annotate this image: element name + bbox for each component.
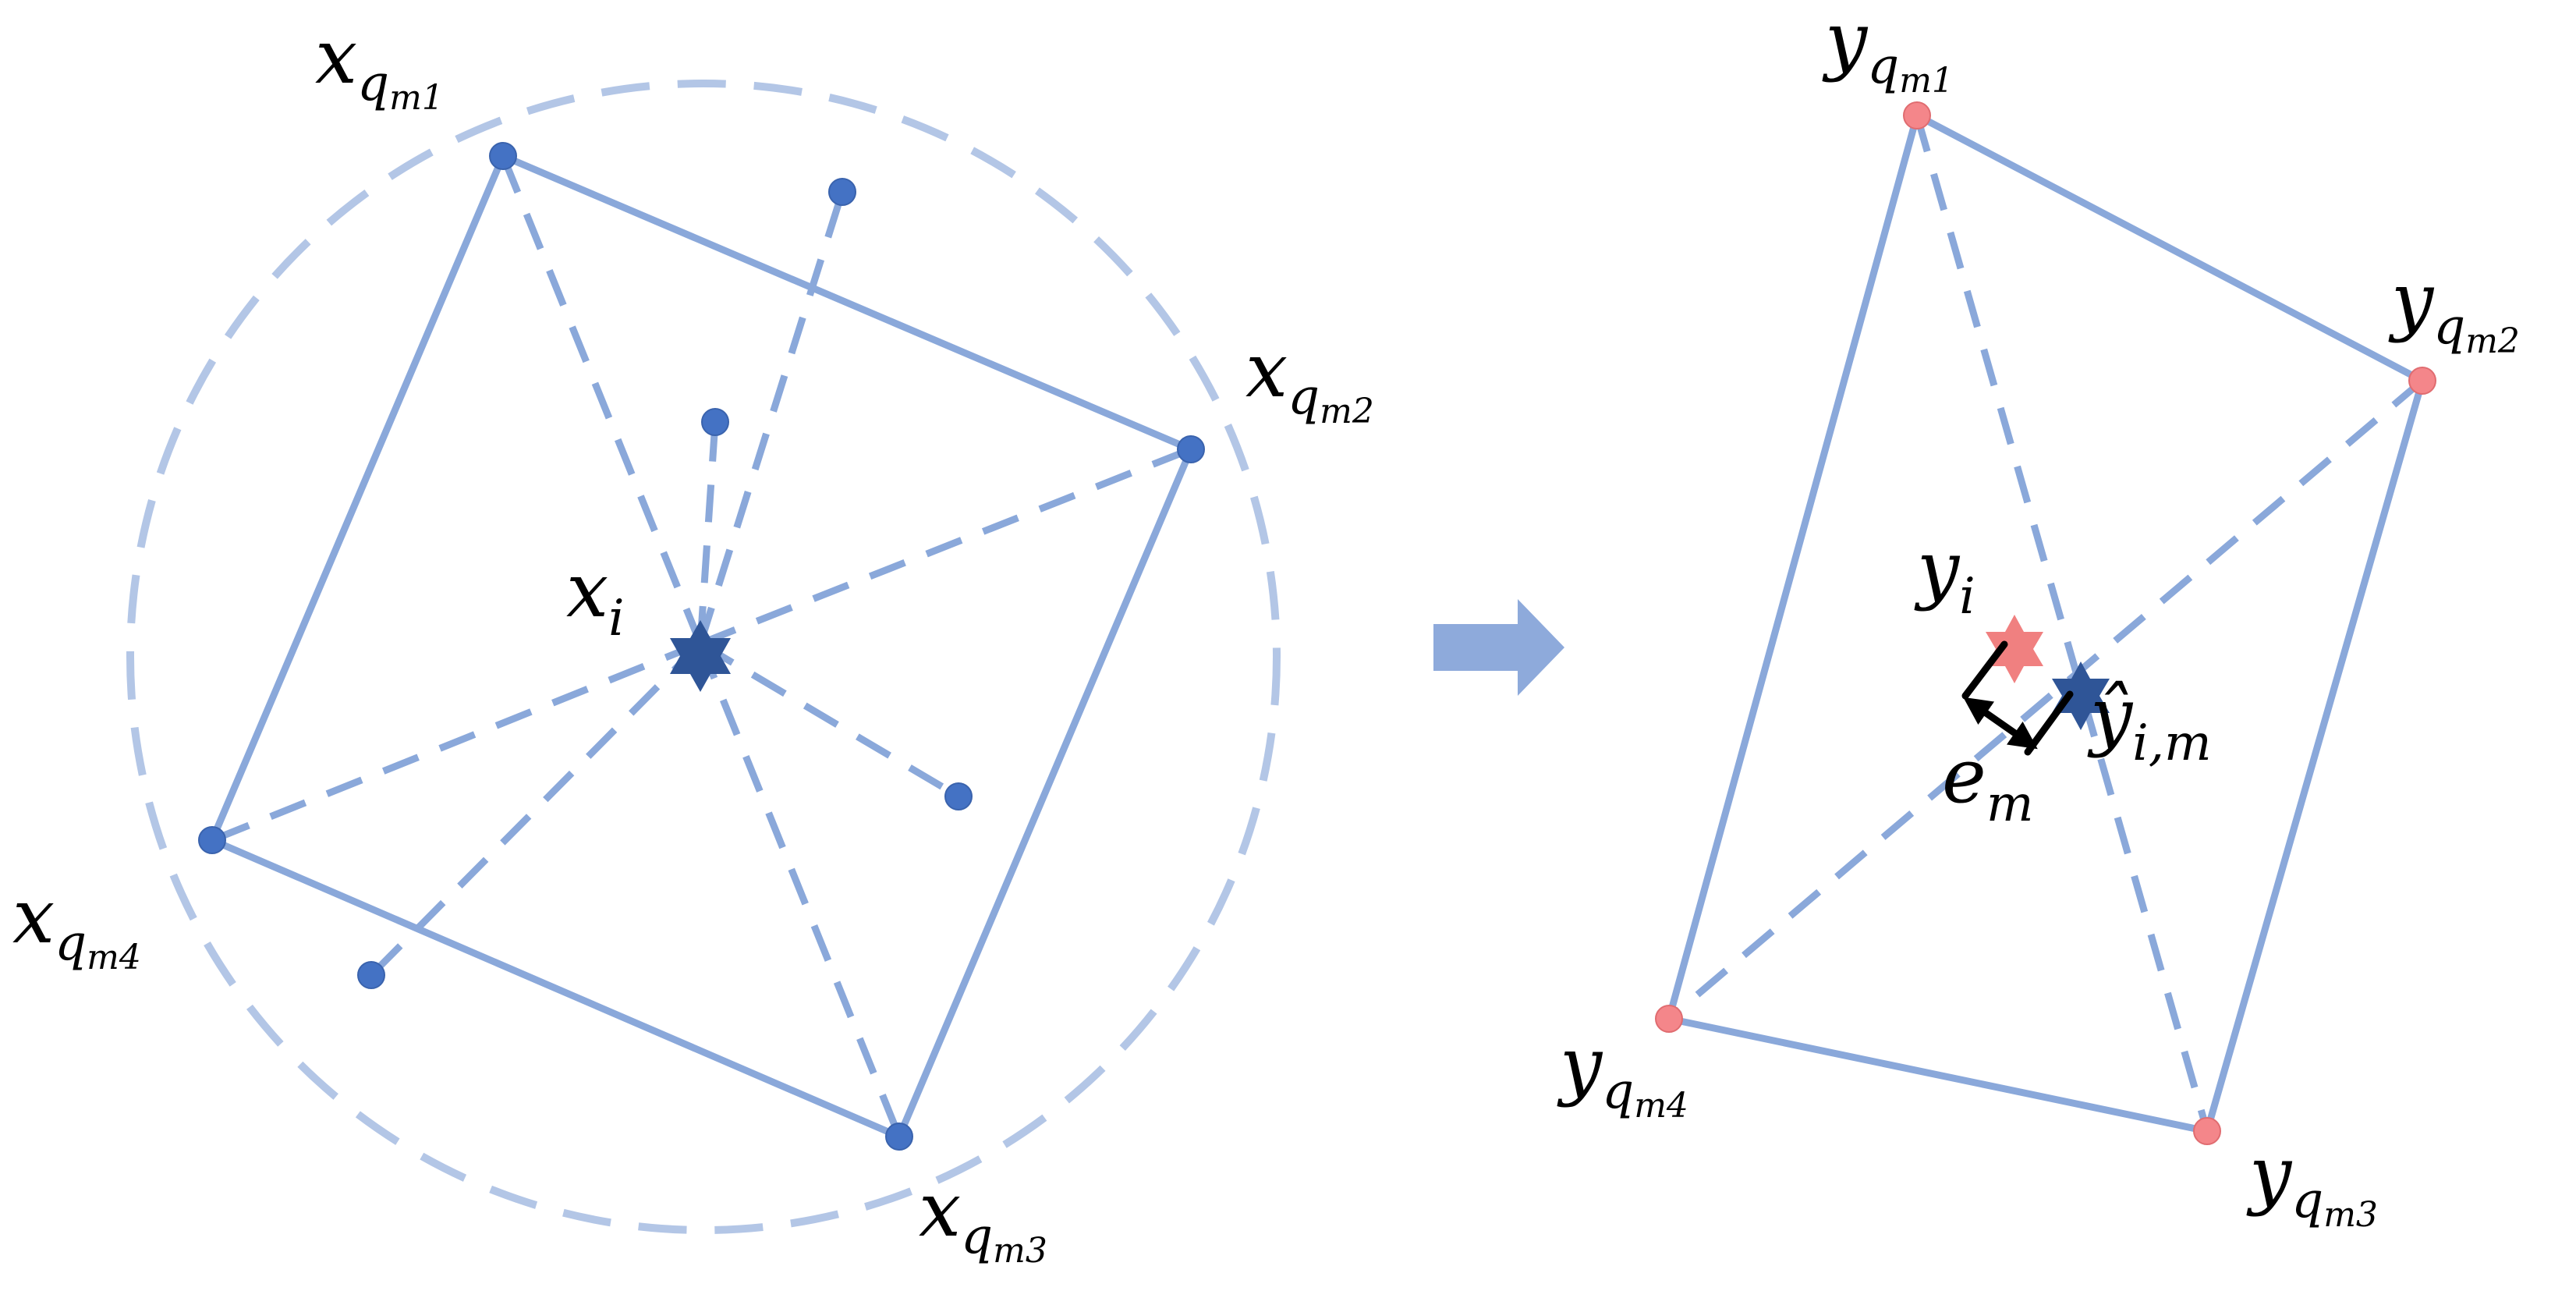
star-yi (1986, 615, 2043, 683)
label-xqm3: xqm3 (919, 1166, 1047, 1271)
right-points (1655, 101, 2436, 1145)
point-neighbor-top-right (828, 178, 856, 206)
point-xqm1 (489, 142, 517, 170)
spoke-to-neighbor-top-right (696, 190, 846, 645)
star-xi (670, 620, 731, 692)
spoke-to-xqm3 (696, 642, 903, 1138)
spoke-to-xqm4 (211, 640, 702, 844)
label-xi: xi (566, 547, 625, 647)
label-yqm2: yqm2 (2388, 257, 2520, 361)
label-yqm1: yqm1 (1822, 0, 1954, 101)
spoke-to-neighbor-right (698, 640, 961, 800)
label-xqm2: xqm2 (1245, 327, 1374, 431)
left-panel: xqm1 xqm2 xqm3 xqm4 xi (12, 13, 1374, 1271)
diagonal-yqm1-yqm3 (1913, 114, 2211, 1133)
point-xqm3 (885, 1123, 913, 1151)
label-yhat: ŷi,m (2087, 672, 2212, 772)
error-bracket (1961, 640, 2074, 756)
label-yqm3: yqm3 (2246, 1130, 2378, 1235)
point-neighbor-right (944, 782, 973, 810)
label-xqm4: xqm4 (12, 873, 141, 977)
point-neighbor-top (701, 408, 729, 436)
right-dashed-diagonals (1667, 114, 2425, 1133)
bracket-left-tick (1961, 640, 2008, 700)
label-em: em (1942, 732, 2034, 833)
point-yqm4 (1655, 1005, 1683, 1033)
point-xqm4 (198, 826, 226, 854)
spoke-to-neighbor-top (696, 421, 719, 644)
left-dashed-spokes (211, 154, 1192, 1138)
right-panel: yqm1 yqm2 yqm3 yqm4 yi ŷi,m em (1557, 0, 2520, 1235)
spoke-to-xqm2 (699, 445, 1192, 647)
point-yqm3 (2193, 1117, 2221, 1145)
left-points (198, 142, 1205, 1151)
error-arrow (1963, 697, 2038, 750)
diagonal-yqm2-yqm4 (1667, 378, 2425, 1022)
point-xqm2 (1177, 435, 1205, 463)
spoke-to-xqm1 (499, 154, 704, 645)
label-xqm1: xqm1 (315, 13, 444, 118)
spoke-to-neighbor-bottom-left (368, 640, 703, 978)
point-yqm2 (2408, 367, 2436, 395)
star-yhat (2052, 661, 2110, 730)
point-yqm1 (1903, 101, 1931, 129)
label-yi: yi (1914, 525, 1975, 626)
label-yqm4: yqm4 (1557, 1021, 1688, 1126)
neighborhood-circle (126, 80, 1281, 1234)
mapping-arrow (1433, 599, 1564, 696)
bracket-right-tick (2024, 690, 2074, 756)
right-neighbor-polygon (1664, 110, 2427, 1136)
point-neighbor-bottom-left (357, 961, 385, 989)
